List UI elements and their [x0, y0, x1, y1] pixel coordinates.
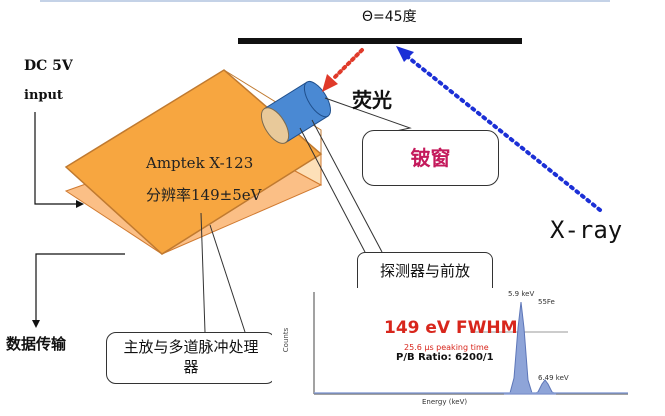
power-label-line2: input [24, 88, 63, 103]
spectrum-pb-ratio: P/B Ratio: 6200/1 [396, 352, 494, 363]
xray-label: X-ray [550, 216, 623, 244]
spectrum-plot [313, 292, 628, 395]
spectrum-ylabel: Counts [282, 327, 291, 353]
processor-pointer-a [200, 212, 206, 333]
xray-arrowhead [396, 46, 414, 62]
detector-cylinder [260, 80, 332, 144]
device-name: Amptek X-123 [146, 154, 254, 172]
spectrum-peak1-label: 5.9 keV [508, 290, 535, 298]
detector-label: 探测器与前放 [379, 262, 470, 280]
fluorescence-arrow [332, 48, 364, 80]
box-back-edge [223, 69, 322, 154]
power-input-arrow [34, 112, 78, 205]
power-label-line1: DC 5V [24, 58, 73, 74]
spectrum-fwhm: 149 eV FWHM [384, 318, 518, 338]
spectrum-isotope-label: 55Fe [538, 298, 555, 306]
spectrum-xlabel: Energy (keV) [422, 398, 468, 406]
spectrum-peak-main [503, 301, 539, 395]
processor-pointer-b [209, 224, 246, 333]
spectrum-peak2-label: 6.49 keV [538, 374, 569, 382]
device-resolution: 分辨率149±5eV [146, 186, 262, 204]
angle-label: Θ=45度 [362, 9, 417, 25]
xray-arrow [402, 52, 602, 212]
fluorescence-arrowhead [322, 74, 338, 92]
detector-pointer-a [299, 127, 366, 253]
be-window-callout: 铍窗 [362, 130, 499, 186]
detector-pointer-b [311, 119, 383, 253]
data-transfer-arrowhead [32, 320, 40, 328]
data-transfer-label: 数据传输 [6, 335, 67, 353]
fluorescence-label: 荧光 [352, 88, 392, 112]
processor-callout: 主放与多道脉冲处理器 [106, 332, 276, 384]
power-input-arrowhead [76, 200, 84, 208]
be-window-label: 铍窗 [410, 146, 451, 170]
sample-plate [238, 38, 522, 44]
spectrum-inset: Counts 149 eV FWHM 25.6 μs peaking time … [272, 288, 634, 412]
spectrum-peak-secondary [533, 379, 557, 395]
processor-label: 主放与多道脉冲处理器 [123, 338, 259, 376]
data-transfer-arrow [35, 253, 125, 322]
spectrum-peaking-time: 25.6 μs peaking time [404, 343, 489, 352]
